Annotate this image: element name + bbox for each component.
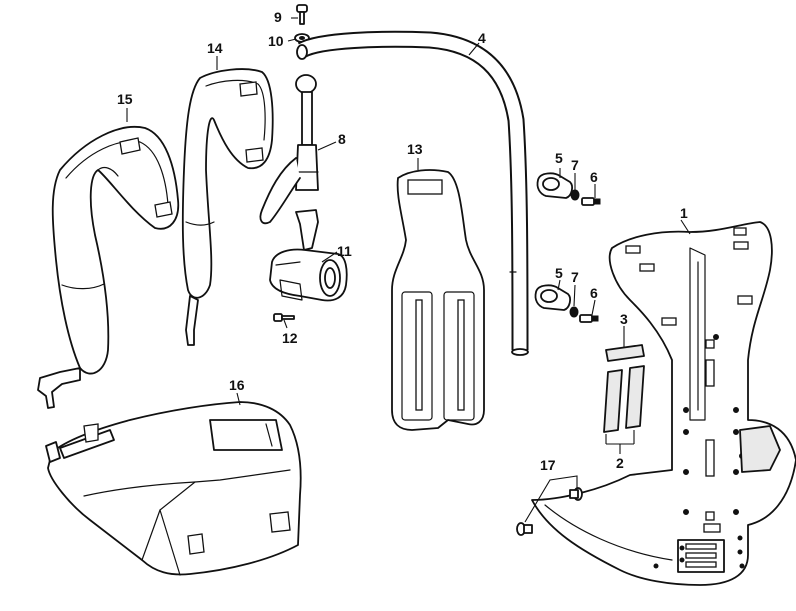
callout-labels: 15 14 9 10 4 8 13 5 7 6 1 11 5 7 6 3 12 … [117, 9, 688, 473]
callout-6-upper: 6 [590, 169, 598, 185]
part-14-shoulder-strap [181, 68, 274, 346]
callout-3: 3 [620, 311, 628, 327]
part-15-shoulder-strap [37, 126, 180, 409]
part-7-washer-upper [570, 189, 580, 201]
callout-2: 2 [616, 455, 624, 471]
callout-7-lower: 7 [571, 269, 579, 285]
callout-5-upper: 5 [555, 150, 563, 166]
callout-17: 17 [540, 457, 556, 473]
part-9-screw [296, 4, 308, 25]
callout-7-upper: 7 [571, 157, 579, 173]
callout-4: 4 [478, 30, 486, 46]
callout-5-lower: 5 [555, 265, 563, 281]
part-12-screw [273, 313, 295, 322]
callout-13: 13 [407, 141, 423, 157]
part-10-washer [294, 33, 310, 43]
callout-16: 16 [229, 377, 245, 393]
callout-12: 12 [282, 330, 298, 346]
part-4-carrying-tube [296, 30, 529, 356]
part-3-pad-strip [605, 344, 645, 362]
part-8-hook-strap [259, 74, 319, 225]
callout-9: 9 [274, 9, 282, 25]
part-6-screw-upper [581, 197, 601, 206]
part-6-screw-lower [579, 314, 599, 323]
part-13-back-pad [391, 169, 485, 431]
part-5-clamp-upper [536, 172, 573, 199]
part-11-hook-clamp [269, 209, 348, 302]
callout-11: 11 [337, 243, 352, 259]
callout-8: 8 [338, 131, 346, 147]
part-16-hip-belt [45, 401, 302, 576]
part-7-washer-lower [569, 306, 579, 318]
part-1-back-plate [531, 221, 796, 586]
callout-10: 10 [268, 33, 284, 49]
callout-6-lower: 6 [590, 285, 598, 301]
leader-lines [126, 17, 691, 523]
part-17-screws [516, 487, 583, 536]
callout-1: 1 [680, 205, 688, 221]
callout-15: 15 [117, 91, 133, 107]
callout-14: 14 [207, 40, 223, 56]
part-2-pad-strips [603, 365, 645, 433]
part-5-clamp-lower [534, 284, 571, 311]
